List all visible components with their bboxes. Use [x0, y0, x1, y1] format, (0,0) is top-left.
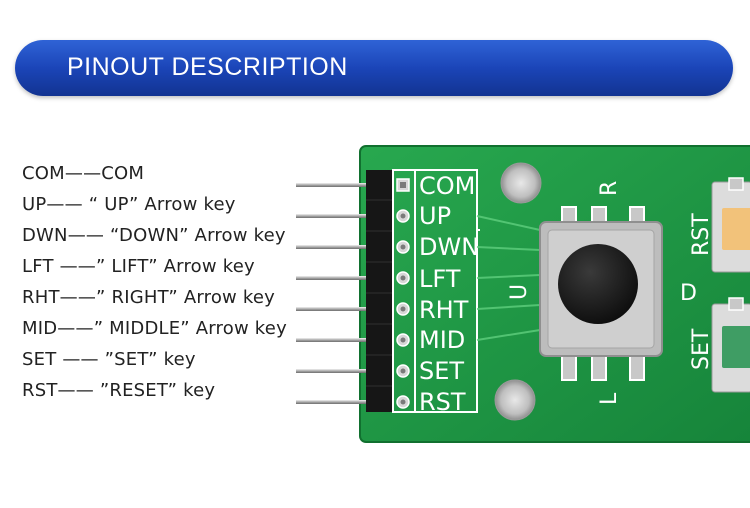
silkscreen-labels: COM UP DWN LFT RHT MID SET RST [419, 172, 479, 416]
reset-button [711, 177, 750, 273]
silk-label-rht: RHT [419, 296, 469, 324]
joystick-label-top: R [597, 181, 622, 196]
banner-title: PINOUT DESCRIPTION [67, 53, 348, 81]
pinout-item-mid: MID——” MIDDLE” Arrow key [22, 318, 287, 339]
set-button [711, 297, 750, 393]
silk-label-mid: MID [419, 326, 465, 354]
pinout-item-rst: RST—— ”RESET” key [22, 380, 216, 401]
pinout-item-set: SET —— ”SET” key [22, 349, 196, 370]
joystick-knob-icon [558, 244, 638, 324]
silk-label-set: SET [419, 357, 464, 385]
header-pins [296, 183, 374, 404]
mounting-hole-top [500, 162, 542, 204]
silk-label-lft: LFT [419, 265, 461, 293]
pinout-list: COM——COM UP—— “ UP” Arrow key DWN—— “DOW… [22, 162, 287, 410]
pinout-item-dwn: DWN—— “DOWN” Arrow key [22, 225, 286, 246]
joystick-label-left: U [507, 284, 532, 300]
joystick-label-bottom: L [597, 392, 622, 405]
silk-label-rst: RST [419, 388, 466, 416]
title-banner: PINOUT DESCRIPTION [15, 40, 733, 96]
silk-label-com: COM [419, 172, 475, 200]
button-label-rst: RST [689, 213, 714, 256]
pinout-item-rht: RHT——” RIGHT” Arrow key [22, 287, 275, 308]
silk-label-dwn: DWN [419, 233, 479, 261]
mounting-hole-bottom [494, 379, 536, 421]
pin-header [366, 170, 394, 412]
button-label-set: SET [689, 328, 714, 370]
silk-label-up: UP [419, 202, 451, 230]
pinout-item-up: UP—— “ UP” Arrow key [22, 194, 236, 215]
joystick-label-right: D [680, 281, 697, 306]
pinout-item-com: COM——COM [22, 163, 145, 184]
pinout-item-lft: LFT ——” LIFT” Arrow key [22, 256, 255, 277]
